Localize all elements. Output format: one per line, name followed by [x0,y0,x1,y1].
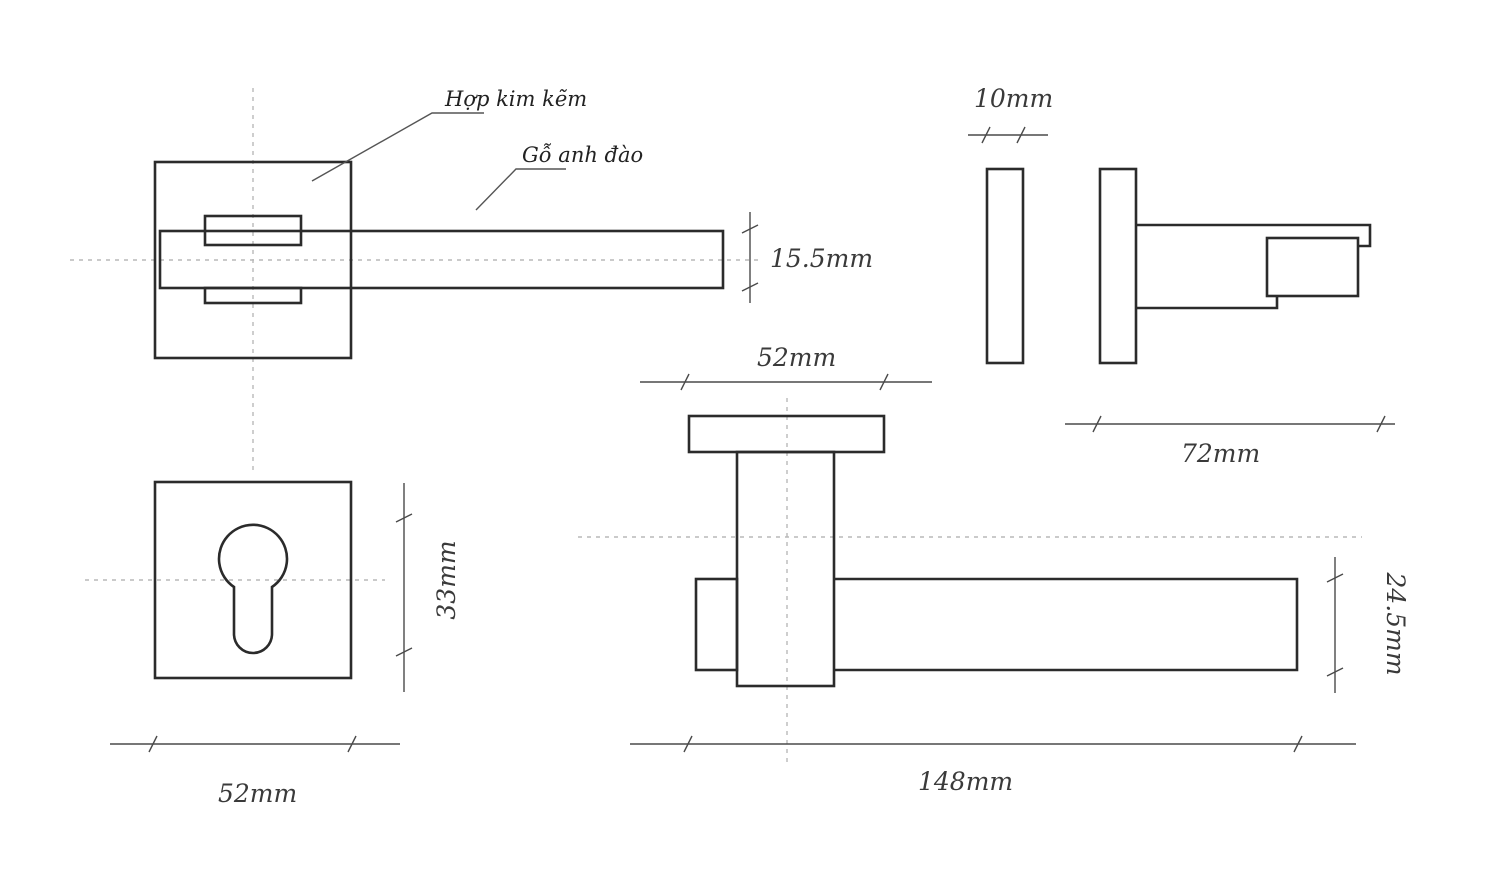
tick [347,735,357,753]
tick [1016,126,1026,144]
neck-back-block [694,577,739,672]
dim-escutcheon-width: 52mm [218,779,297,808]
tick [741,282,759,292]
dim-projection: 72mm [1181,439,1260,468]
handle-collar-top [203,214,303,247]
tick [148,735,158,753]
dim-lever-length: 148mm [918,767,1013,796]
tick [680,373,690,391]
lever-end-block [1265,236,1360,298]
square-escutcheon-plate [153,480,353,680]
label-zinc-alloy: Hợp kim kẽm [444,87,587,111]
lever-bar-top [834,577,1299,672]
euro-keyhole [217,523,289,655]
escutcheon-view: 52mm 33mm [85,480,461,808]
lever-side-bottom [1136,296,1279,310]
leader-zinc-alloy [311,112,484,182]
side-view-handle: 10mm 72mm [968,84,1395,468]
lever-side-profile [1136,223,1372,248]
dim-plate-thickness: 10mm [974,84,1053,113]
handle-lever-bar [158,229,725,290]
tick [1326,573,1344,583]
tick [395,513,413,523]
dim-handle-thickness: 15.5mm [770,244,873,273]
rose-plate-thin [985,167,1025,365]
dim-handle-height: 24.5mm [1381,571,1410,675]
tick [395,647,413,657]
rose-plate-mounted [1098,167,1138,365]
leader-cherry-wood [475,168,566,211]
top-view-handle: 52mm 24.5mm 148mm [578,343,1410,796]
tick [1293,735,1303,753]
front-view-handle: Hợp kim kẽm Gỗ anh đào 15.5mm [70,87,873,470]
handle-collar-bottom [203,286,303,305]
tick [683,735,693,753]
handle-neck [735,450,836,688]
tick [1376,415,1386,433]
label-cherry-wood: Gỗ anh đào [522,143,643,167]
tick [1326,667,1344,677]
tick [879,373,889,391]
tick [741,224,759,234]
dim-keyhole-height: 33mm [432,540,461,619]
tick [981,126,991,144]
dim-rose-width: 52mm [757,343,836,372]
square-rose-plate [153,160,353,360]
tick [1092,415,1102,433]
